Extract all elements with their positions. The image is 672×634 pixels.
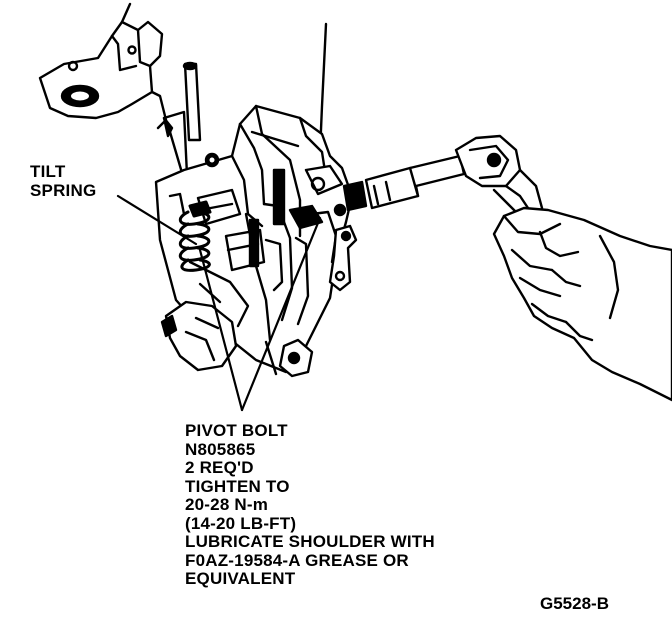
socket-extension <box>342 154 466 212</box>
callout-line: PIVOT BOLT <box>185 421 288 440</box>
technician-hand <box>492 206 672 402</box>
figure-code: G5528-B <box>540 594 609 613</box>
callout-line: F0AZ-19584-A GREASE OR <box>185 550 409 570</box>
upper-mounting-bracket <box>38 2 168 130</box>
callout-line: SPRING <box>30 180 97 200</box>
tilt-spring <box>178 200 212 272</box>
callout-line: TIGHTEN TO <box>185 476 290 496</box>
callout-line: EQUIVALENT <box>185 569 296 588</box>
callout-line: 20-28 N-m <box>185 495 269 514</box>
callout-line: 2 REQ'D <box>185 458 254 477</box>
callout-line: LUBRICATE SHOULDER WITH <box>185 532 435 551</box>
tilt-spring-callout: TILT SPRING <box>30 162 97 200</box>
pivot-bolt-callout: PIVOT BOLT N805865 2 REQ'D TIGHTEN TO 20… <box>185 421 435 589</box>
leader-lines <box>116 194 322 412</box>
tilt-lever <box>328 224 358 292</box>
callout-line: (14-20 LB-FT) <box>185 513 297 533</box>
pivot-bolt-leader-right <box>240 216 322 412</box>
tilt-spring-leader <box>116 194 198 246</box>
callout-line: TILT <box>30 162 66 181</box>
pivot-bolt-leader-left <box>198 248 244 412</box>
callout-line: N805865 <box>185 439 256 459</box>
